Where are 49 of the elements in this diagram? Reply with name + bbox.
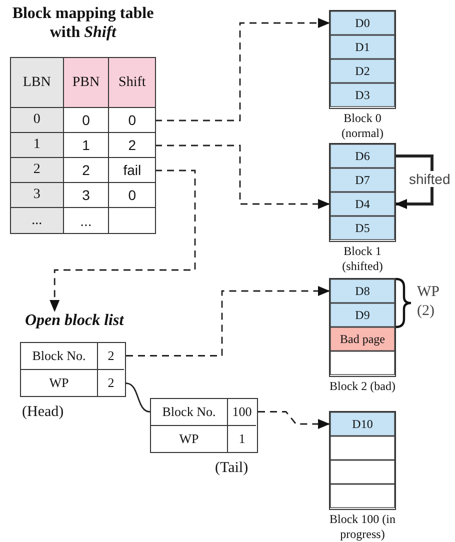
memory-page: D6: [330, 144, 395, 168]
memory-page: D1: [330, 35, 395, 59]
memory-page: D3: [330, 83, 395, 107]
table-cell: Block No.: [151, 399, 228, 426]
table-cell: 3: [11, 183, 64, 208]
block-caption: Block 2 (bad): [328, 379, 396, 394]
block-caption: Block 0 (normal): [340, 111, 384, 141]
entry-caption: (Head): [22, 404, 64, 421]
table-cell: PBN: [64, 58, 110, 108]
table-cell: ...: [11, 208, 64, 233]
memory-page: D7: [330, 168, 395, 192]
memory-page: D9: [330, 303, 395, 327]
table-cell: Shift: [109, 58, 155, 108]
arrow: [126, 286, 330, 356]
table-cell: Block No.: [21, 343, 98, 370]
block-caption: Block 100 (in progress): [328, 512, 396, 542]
table-cell: 0: [64, 108, 110, 133]
connector-line: [126, 382, 150, 412]
arrow: [155, 18, 330, 122]
empty-page: [330, 460, 395, 484]
table-cell: 3: [64, 183, 110, 208]
table-title: Block mapping table with Shift: [11, 4, 155, 42]
memory-page: D2: [330, 59, 395, 83]
table-cell: 1: [11, 133, 64, 158]
edge-label: shifted: [408, 171, 452, 187]
table-cell: 1: [64, 133, 110, 158]
memory-page: D5: [330, 216, 395, 240]
empty-page: [330, 436, 395, 460]
brace-label: WP (2): [417, 283, 440, 321]
block-caption: Block 1 (shifted): [341, 244, 384, 274]
memory-page: D10: [330, 412, 395, 436]
list-heading: Open block list: [25, 312, 124, 330]
table-cell: LBN: [11, 58, 64, 108]
table-cell: ...: [64, 208, 110, 233]
arrow: [50, 170, 196, 312]
table-cell: WP: [21, 370, 98, 396]
memory-page: D4: [330, 192, 395, 216]
table-cell: 0: [11, 108, 64, 133]
memory-page: D0: [330, 11, 395, 35]
memory-page: D8: [330, 279, 395, 303]
arrow: [155, 144, 330, 209]
table-cell: 2: [11, 158, 64, 183]
arrow: [395, 154, 434, 209]
empty-page: [330, 484, 395, 508]
table-cell: 2: [64, 158, 110, 183]
entry-caption: (Tail): [215, 460, 248, 477]
empty-page: [330, 351, 395, 375]
arrow: [258, 411, 330, 429]
memory-page: Bad page: [330, 327, 395, 351]
